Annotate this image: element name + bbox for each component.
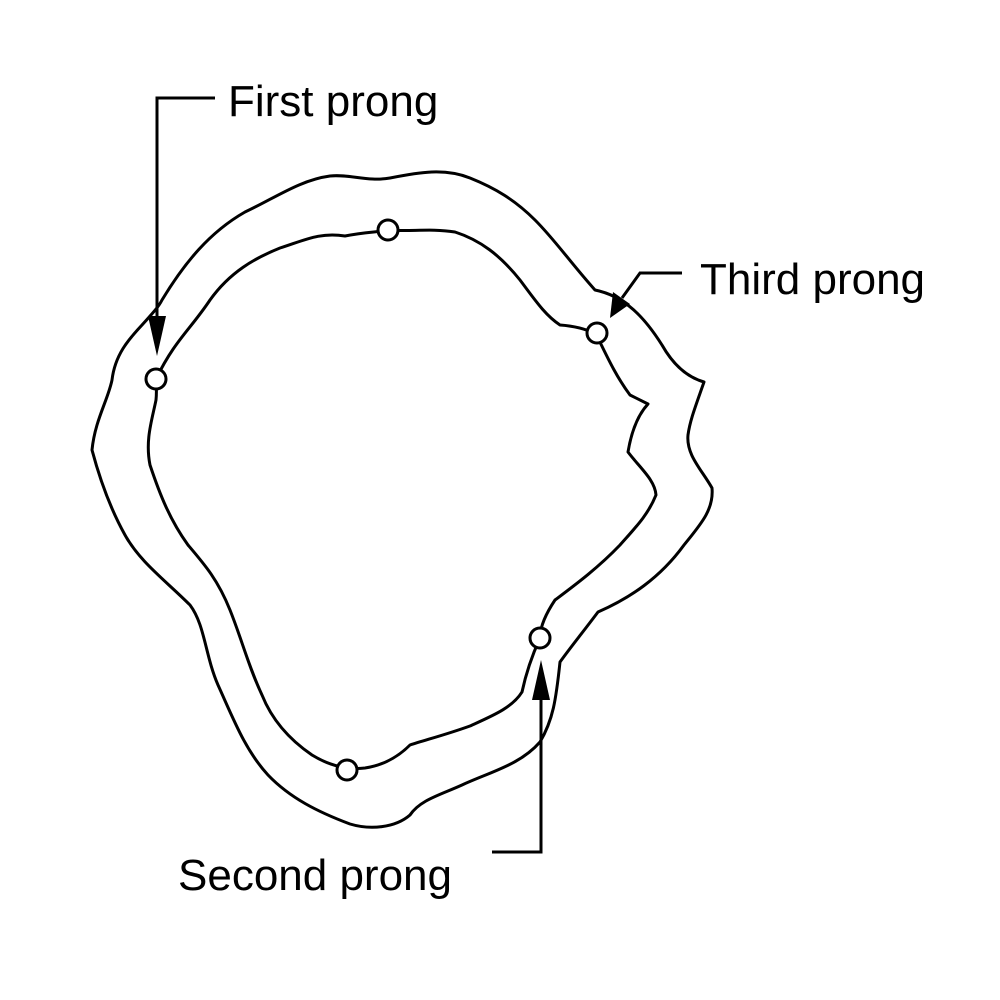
prong-second [528,626,552,650]
first-prong-arrowhead [148,316,166,356]
inner-ring-outline [146,228,658,770]
first-prong-leader [155,96,215,340]
prong-bottom [335,758,359,782]
prong-top [376,218,400,242]
outer-ring-outline [90,170,714,829]
second-prong-leader [492,680,543,854]
second-prong-arrowhead [532,660,550,700]
first-prong-label: First prong [228,77,438,126]
third-prong-arrowhead [610,292,630,318]
third-prong-label: Third prong [700,255,925,304]
second-prong-label: Second prong [178,851,452,900]
prong-first [144,367,168,391]
third-prong-leader [620,271,682,299]
prong-third [585,321,609,345]
